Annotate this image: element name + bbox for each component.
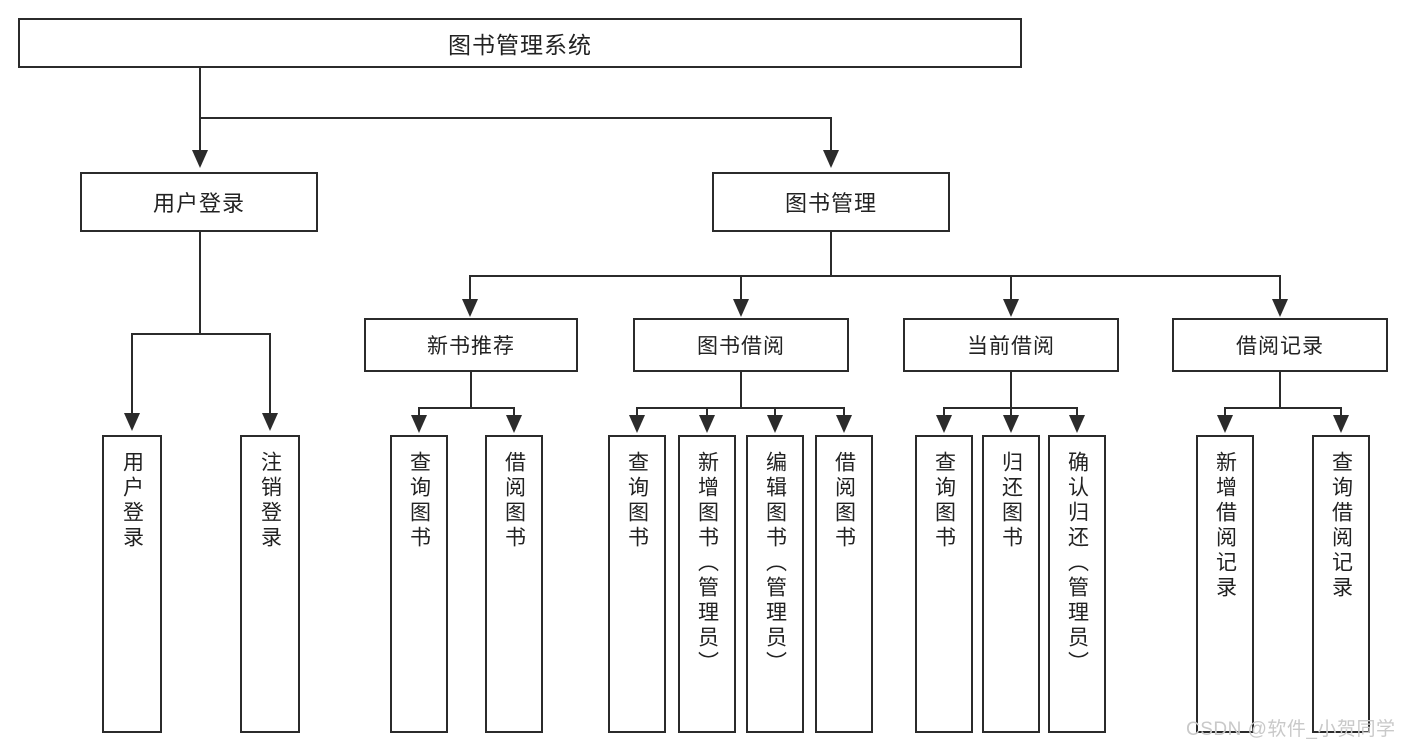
node-label: 查询图书: [932, 451, 956, 551]
edge-book-mgmt-bus: [469, 275, 1281, 277]
edge-root-trunk: [199, 68, 201, 118]
arrowhead-br-child-1: [1217, 415, 1233, 433]
leaf-edit-book-admin[interactable]: 编辑图书（管理员）: [746, 435, 804, 733]
edge-root-bus: [199, 117, 831, 119]
edge-to-leaf-user-login: [131, 333, 133, 415]
node-label: 注销登录: [258, 451, 282, 551]
edge-to-leaf-logout: [269, 333, 271, 415]
node-label: 新增图书（管理员）: [695, 451, 719, 676]
node-user-login[interactable]: 用户登录: [80, 172, 318, 232]
leaf-add-borrow-record[interactable]: 新增借阅记录: [1196, 435, 1254, 733]
edge-user-login-bus: [131, 333, 269, 335]
arrowhead-nbr-child-2: [506, 415, 522, 433]
node-label: 借阅图书: [832, 451, 856, 551]
arrowhead-to-current-borrow: [1003, 299, 1019, 317]
edge-to-new-book-recommend: [469, 275, 471, 301]
edge-bb-child-3: [774, 407, 776, 417]
edge-bb-child-2: [706, 407, 708, 417]
node-label: 借阅记录: [1236, 335, 1324, 358]
edge-book-borrow-bus: [636, 407, 844, 409]
edge-br-child-2: [1340, 407, 1342, 417]
edge-root-to-book-mgmt: [830, 117, 832, 153]
node-label: 归还图书: [999, 451, 1023, 551]
node-label: 用户登录: [120, 451, 144, 551]
arrowhead-bb-child-1: [629, 415, 645, 433]
node-label: 查询图书: [625, 451, 649, 551]
edge-cb-child-2: [1010, 407, 1012, 417]
leaf-return-book[interactable]: 归还图书: [982, 435, 1040, 733]
leaf-borrow-book[interactable]: 借阅图书: [815, 435, 873, 733]
node-label: 新增借阅记录: [1213, 451, 1237, 601]
edge-to-borrow-records: [1279, 275, 1281, 301]
leaf-query-book-borrow[interactable]: 查询图书: [608, 435, 666, 733]
node-current-borrow[interactable]: 当前借阅: [903, 318, 1119, 372]
arrowhead-to-new-book-recommend: [462, 299, 478, 317]
arrowhead-bb-child-3: [767, 415, 783, 433]
edge-cb-child-1: [943, 407, 945, 417]
arrowhead-cb-child-2: [1003, 415, 1019, 433]
edge-borrow-records-bus: [1224, 407, 1341, 409]
edge-book-mgmt-trunk: [830, 232, 832, 276]
leaf-query-book-recommend[interactable]: 查询图书: [390, 435, 448, 733]
node-book-borrow[interactable]: 图书借阅: [633, 318, 849, 372]
node-label: 借阅图书: [502, 451, 526, 551]
node-new-book-recommend[interactable]: 新书推荐: [364, 318, 578, 372]
node-label: 图书管理系统: [448, 32, 592, 58]
node-label: 确认归还（管理员）: [1065, 451, 1089, 676]
arrowhead-to-borrow-records: [1272, 299, 1288, 317]
node-book-management[interactable]: 图书管理: [712, 172, 950, 232]
node-root-library-system[interactable]: 图书管理系统: [18, 18, 1022, 68]
node-label: 新书推荐: [427, 335, 515, 358]
arrowhead-bb-child-4: [836, 415, 852, 433]
leaf-query-borrow-record[interactable]: 查询借阅记录: [1312, 435, 1370, 733]
leaf-add-book-admin[interactable]: 新增图书（管理员）: [678, 435, 736, 733]
edge-br-child-1: [1224, 407, 1226, 417]
leaf-logout[interactable]: 注销登录: [240, 435, 300, 733]
arrowhead-to-leaf-logout: [262, 413, 278, 431]
edge-cb-child-3: [1076, 407, 1078, 417]
arrowhead-nbr-child-1: [411, 415, 427, 433]
leaf-user-login[interactable]: 用户登录: [102, 435, 162, 733]
node-label: 图书管理: [784, 191, 877, 216]
edge-user-login-trunk: [199, 232, 201, 334]
edge-to-current-borrow: [1010, 275, 1012, 301]
edge-new-book-recommend-trunk: [470, 372, 472, 408]
leaf-borrow-book-recommend[interactable]: 借阅图书: [485, 435, 543, 733]
node-label: 当前借阅: [967, 335, 1055, 358]
edge-new-book-recommend-bus: [418, 407, 514, 409]
edge-current-borrow-trunk: [1010, 372, 1012, 408]
edge-bb-child-1: [636, 407, 638, 417]
node-label: 查询借阅记录: [1329, 451, 1353, 601]
node-label: 编辑图书（管理员）: [763, 451, 787, 676]
leaf-query-book-current[interactable]: 查询图书: [915, 435, 973, 733]
node-label: 用户登录: [152, 191, 245, 216]
leaf-confirm-return-admin[interactable]: 确认归还（管理员）: [1048, 435, 1106, 733]
edge-borrow-records-trunk: [1279, 372, 1281, 408]
arrowhead-to-leaf-user-login: [124, 413, 140, 431]
node-label: 图书借阅: [697, 335, 785, 358]
edge-bb-child-4: [843, 407, 845, 417]
node-label: 查询图书: [407, 451, 431, 551]
arrowhead-cb-child-1: [936, 415, 952, 433]
arrowhead-root-to-user-login: [192, 150, 208, 168]
arrowhead-br-child-2: [1333, 415, 1349, 433]
edge-to-book-borrow: [740, 275, 742, 301]
watermark: CSDN @软件_小贺同学: [1186, 719, 1396, 740]
edge-book-borrow-trunk: [740, 372, 742, 408]
edge-root-to-user-login: [199, 117, 201, 153]
arrowhead-to-book-borrow: [733, 299, 749, 317]
arrowhead-bb-child-2: [699, 415, 715, 433]
node-borrow-records[interactable]: 借阅记录: [1172, 318, 1388, 372]
edge-nbr-child-1: [418, 407, 420, 417]
arrowhead-root-to-book-mgmt: [823, 150, 839, 168]
edge-nbr-child-2: [513, 407, 515, 417]
arrowhead-cb-child-3: [1069, 415, 1085, 433]
